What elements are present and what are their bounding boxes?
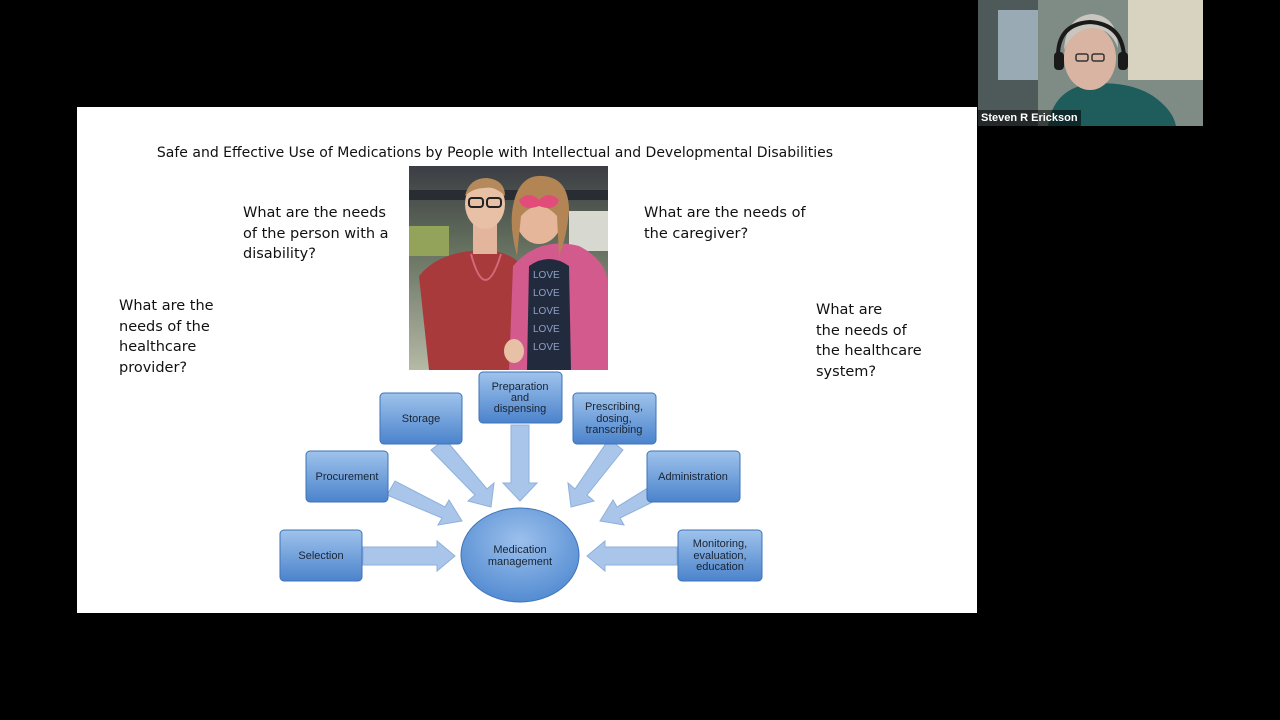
svg-text:education: education xyxy=(696,561,744,573)
question-provider-needs: What are the needs of the healthcare pro… xyxy=(119,298,214,376)
box-storage: Storage xyxy=(379,392,463,445)
svg-text:Monitoring,: Monitoring, xyxy=(693,538,747,550)
shirt-text: LOVE xyxy=(533,342,560,353)
svg-text:dispensing: dispensing xyxy=(494,403,547,415)
arrow-monitoring xyxy=(586,539,678,573)
box-prescribing: Prescribing, dosing, transcribing xyxy=(572,392,657,445)
shirt-text: LOVE xyxy=(533,306,560,317)
box-preparation: Preparation and dispensing xyxy=(478,371,563,424)
photo-two-people: LOVE LOVE LOVE LOVE LOVE xyxy=(409,166,608,370)
svg-text:Prescribing,: Prescribing, xyxy=(585,401,643,413)
participant-video-tile[interactable]: Steven R Erickson xyxy=(978,0,1203,126)
svg-text:Storage: Storage xyxy=(402,413,441,425)
slide-title: Safe and Effective Use of Medications by… xyxy=(156,145,834,161)
medication-management-diagram: Medication management Selection Procurem… xyxy=(279,371,763,603)
svg-text:Selection: Selection xyxy=(298,550,343,562)
svg-text:Procurement: Procurement xyxy=(316,471,379,483)
arrow-procurement xyxy=(386,480,463,526)
shirt-text: LOVE xyxy=(533,324,560,335)
svg-text:and: and xyxy=(511,392,529,404)
svg-text:Administration: Administration xyxy=(658,471,728,483)
arrow-preparation xyxy=(501,424,539,502)
arrow-storage xyxy=(430,438,495,508)
box-administration: Administration xyxy=(646,450,741,503)
question-caregiver-needs: What are the needs of the caregiver? xyxy=(644,205,806,242)
question-person-needs: What are the needs of the person with a … xyxy=(243,205,389,262)
box-procurement: Procurement xyxy=(305,450,389,503)
presentation-slide: Safe and Effective Use of Medications by… xyxy=(77,107,977,613)
participant-name: Steven R Erickson xyxy=(978,110,1081,126)
svg-text:evaluation,: evaluation, xyxy=(693,550,746,562)
center-label-line2: management xyxy=(488,556,552,568)
question-system-needs: What are the needs of the healthcare sys… xyxy=(816,302,922,380)
svg-text:transcribing: transcribing xyxy=(586,424,643,436)
shirt-text: LOVE xyxy=(533,288,560,299)
arrow-selection xyxy=(362,539,456,573)
center-label-line1: Medication xyxy=(493,544,546,556)
box-monitoring: Monitoring, evaluation, education xyxy=(677,529,763,582)
shirt-text: LOVE xyxy=(533,270,560,281)
svg-text:Preparation: Preparation xyxy=(492,381,549,393)
arrow-prescribing xyxy=(567,438,624,508)
participant-video-feed xyxy=(978,0,1203,126)
center-medication-management xyxy=(460,507,580,603)
box-selection: Selection xyxy=(279,529,363,582)
svg-text:dosing,: dosing, xyxy=(596,413,631,425)
